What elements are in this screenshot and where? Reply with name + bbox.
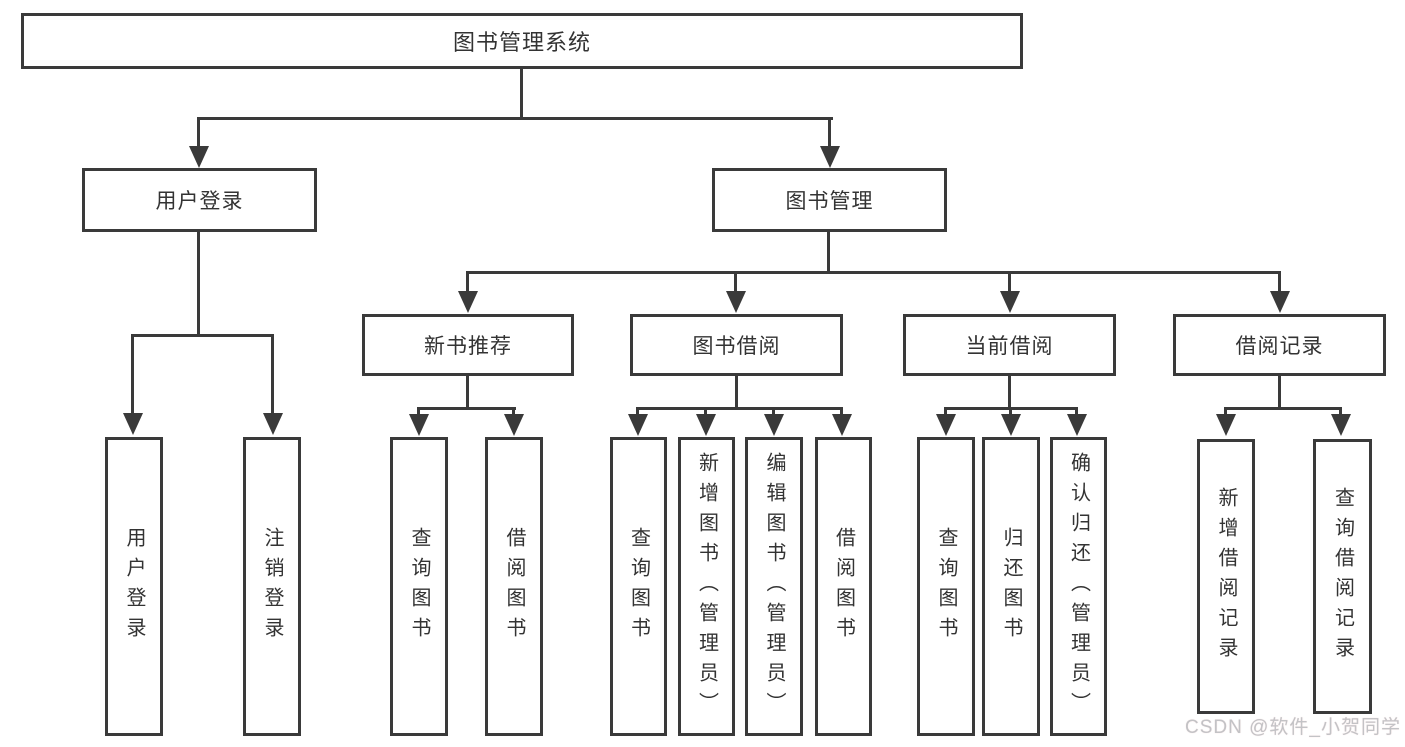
arrow-down-icon <box>832 414 852 436</box>
arrow-down-icon <box>189 146 209 168</box>
arrow-down-icon <box>409 414 429 436</box>
leaf-borrow-books: 借阅图书 <box>815 437 872 736</box>
connector-line <box>735 376 738 409</box>
leaf-borrow-books-recommend: 借阅图书 <box>485 437 543 736</box>
arrow-down-icon <box>1001 414 1021 436</box>
connector-line <box>197 117 833 120</box>
connector-line <box>1009 407 1012 416</box>
connector-line <box>466 271 1281 274</box>
connector-line <box>131 334 274 337</box>
connector-line <box>131 334 134 414</box>
arrow-down-icon <box>1331 414 1351 436</box>
connector-line <box>827 232 830 273</box>
arrow-down-icon <box>123 413 143 435</box>
arrow-down-icon <box>1000 291 1020 313</box>
connector-line <box>1008 271 1011 292</box>
connector-line <box>466 271 469 292</box>
arrow-down-icon <box>1270 291 1290 313</box>
node-user-login: 用户登录 <box>82 168 317 232</box>
leaf-add-books-admin: 新增图书（管理员） <box>678 437 735 736</box>
arrow-down-icon <box>936 414 956 436</box>
connector-line <box>466 376 469 409</box>
connector-line <box>512 407 515 416</box>
leaf-logout: 注销登录 <box>243 437 301 736</box>
connector-line <box>417 407 420 416</box>
connector-line <box>1075 407 1078 416</box>
arrow-down-icon <box>1216 414 1236 436</box>
connector-line <box>704 407 707 416</box>
node-book-management: 图书管理 <box>712 168 947 232</box>
connector-line <box>840 407 843 416</box>
leaf-query-books-recommend: 查询图书 <box>390 437 448 736</box>
connector-line <box>772 407 775 416</box>
connector-line <box>1339 407 1342 416</box>
arrow-down-icon <box>504 414 524 436</box>
leaf-query-books-current: 查询图书 <box>917 437 975 736</box>
csdn-watermark: CSDN @软件_小贺同学 <box>1185 717 1401 738</box>
connector-line <box>636 407 639 416</box>
connector-line <box>197 232 200 336</box>
leaf-query-borrow-record: 查询借阅记录 <box>1313 439 1372 714</box>
arrow-down-icon <box>764 414 784 436</box>
arrow-down-icon <box>726 291 746 313</box>
connector-line <box>1008 376 1011 409</box>
connector-line <box>271 334 274 414</box>
arrow-down-icon <box>820 146 840 168</box>
arrow-down-icon <box>458 291 478 313</box>
leaf-query-books-borrow: 查询图书 <box>610 437 667 736</box>
connector-line <box>417 407 516 410</box>
node-current-borrow: 当前借阅 <box>903 314 1116 376</box>
connector-line <box>520 69 523 118</box>
arrow-down-icon <box>1067 414 1087 436</box>
node-new-book-recommend: 新书推荐 <box>362 314 574 376</box>
leaf-confirm-return-admin: 确认归还（管理员） <box>1050 437 1107 736</box>
leaf-add-borrow-record: 新增借阅记录 <box>1197 439 1255 714</box>
arrow-down-icon <box>263 413 283 435</box>
leaf-edit-books-admin: 编辑图书（管理员） <box>745 437 803 736</box>
arrow-down-icon <box>696 414 716 436</box>
connector-line <box>828 117 831 148</box>
connector-line <box>197 117 200 148</box>
connector-line <box>944 407 947 416</box>
connector-line <box>734 271 737 292</box>
connector-line <box>1278 376 1281 409</box>
leaf-return-books: 归还图书 <box>982 437 1040 736</box>
connector-line <box>1224 407 1342 410</box>
arrow-down-icon <box>628 414 648 436</box>
connector-line <box>1278 271 1281 292</box>
node-book-borrow: 图书借阅 <box>630 314 843 376</box>
connector-line <box>636 407 843 410</box>
connector-line <box>1224 407 1227 416</box>
node-root: 图书管理系统 <box>21 13 1023 69</box>
node-borrow-records: 借阅记录 <box>1173 314 1386 376</box>
leaf-user-login: 用户登录 <box>105 437 163 736</box>
